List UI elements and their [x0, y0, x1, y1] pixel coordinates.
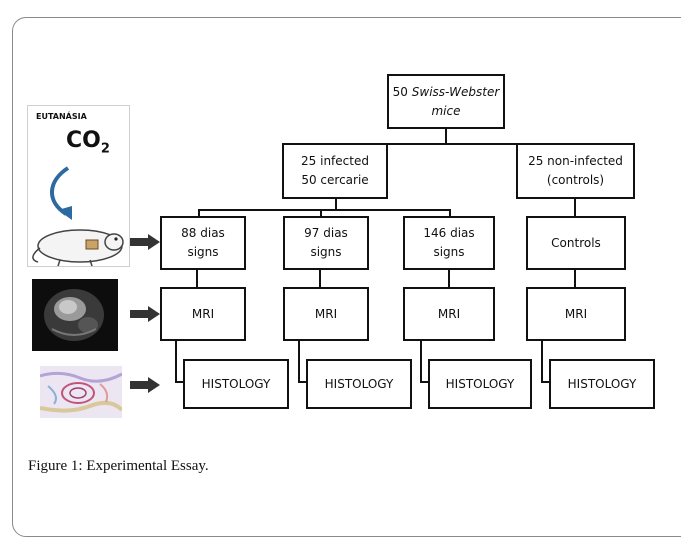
- group-node-controls: Controls: [526, 216, 626, 270]
- connector-line: [541, 381, 549, 383]
- connector-line: [198, 209, 450, 211]
- connector-line: [420, 381, 428, 383]
- mouse-icon: [32, 229, 124, 267]
- group-line2: signs: [433, 245, 465, 259]
- histology-label: HISTOLOGY: [201, 376, 271, 391]
- group-line1: 88 dias: [181, 226, 225, 241]
- mri-image: [32, 279, 118, 351]
- arrow-right-icon: [130, 306, 160, 322]
- histology-node: HISTOLOGY: [428, 359, 532, 409]
- connector-line: [541, 340, 543, 382]
- connector-line: [196, 268, 198, 288]
- connector-line: [449, 209, 451, 217]
- connector-line: [574, 268, 576, 288]
- root-node: 50 Swiss-Webster mice: [387, 74, 505, 129]
- infected-line1: 25 infected: [301, 154, 369, 169]
- infected-node: 25 infected 50 cercarie: [282, 143, 388, 199]
- mri-node: MRI: [283, 287, 369, 341]
- connector-line: [448, 268, 450, 288]
- connector-line: [175, 381, 183, 383]
- root-line2: mice: [431, 103, 461, 118]
- group-node-97: 97 dias signs: [283, 216, 369, 270]
- group-line1: 146 dias: [423, 226, 475, 241]
- root-line1: 50 Swiss-Webster: [392, 84, 500, 99]
- mri-label: MRI: [437, 306, 461, 321]
- infected-line2: 50 cercarie: [301, 173, 369, 187]
- curved-arrow-icon: [50, 166, 72, 220]
- euthanasia-panel: EUTANÁSIA CO2: [27, 105, 130, 267]
- group-line1: 97 dias: [304, 226, 348, 241]
- histology-node: HISTOLOGY: [549, 359, 655, 409]
- histology-node: HISTOLOGY: [306, 359, 412, 409]
- mri-label: MRI: [314, 306, 338, 321]
- histology-label: HISTOLOGY: [567, 376, 637, 391]
- co2-subscript: 2: [100, 141, 110, 157]
- mri-node: MRI: [403, 287, 495, 341]
- arrow-right-icon: [130, 377, 160, 393]
- mri-node: MRI: [160, 287, 246, 341]
- connector-line: [335, 198, 337, 210]
- noninfected-line2: (controls): [546, 173, 605, 187]
- connector-line: [175, 340, 177, 382]
- brain-mri-icon: [32, 279, 118, 351]
- histology-label: HISTOLOGY: [324, 376, 394, 391]
- histology-image: [40, 366, 122, 418]
- connector-line: [298, 340, 300, 382]
- connector-line: [574, 198, 576, 218]
- mri-node: MRI: [526, 287, 626, 341]
- root-strain: Swiss-Webster: [411, 84, 500, 99]
- connector-line: [445, 128, 447, 144]
- noninfected-line1: 25 non-infected: [528, 154, 623, 169]
- connector-line: [319, 268, 321, 288]
- group-node-88: 88 dias signs: [160, 216, 246, 270]
- connector-line: [298, 381, 306, 383]
- connector-line: [420, 340, 422, 382]
- connector-line: [198, 209, 200, 217]
- noninfected-node: 25 non-infected (controls): [516, 143, 635, 199]
- group-node-146: 146 dias signs: [403, 216, 495, 270]
- group-line2: signs: [310, 245, 342, 259]
- mri-label: MRI: [564, 306, 588, 321]
- co2-text: CO: [66, 128, 101, 153]
- euthanasia-title: EUTANÁSIA: [36, 112, 87, 121]
- connector-line: [320, 209, 322, 217]
- histology-node: HISTOLOGY: [183, 359, 289, 409]
- connector-line: [335, 143, 573, 145]
- group-line1: Controls: [551, 235, 601, 250]
- figure-caption: Figure 1: Experimental Essay.: [28, 458, 209, 474]
- mri-label: MRI: [191, 306, 215, 321]
- histology-label: HISTOLOGY: [445, 376, 515, 391]
- group-line2: signs: [187, 245, 219, 259]
- arrow-right-icon: [130, 234, 160, 250]
- histology-section-icon: [40, 366, 122, 418]
- co2-label: CO2: [66, 128, 110, 156]
